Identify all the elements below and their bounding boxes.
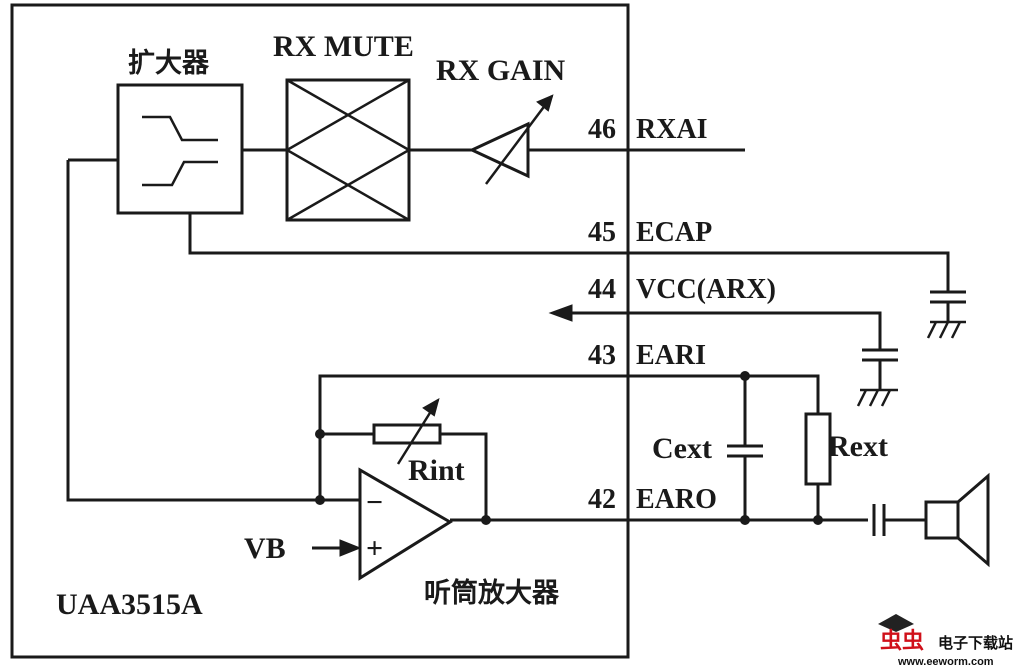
rext-resistor (804, 412, 832, 486)
earpiece-opamp: − + (358, 467, 453, 581)
cext-capacitor (727, 444, 763, 520)
wire-vcc (570, 311, 882, 350)
speaker-icon (924, 472, 990, 568)
amplifier-label: 扩大器 (128, 48, 210, 79)
wire-eari (318, 374, 820, 500)
vcc-arrow (548, 304, 573, 322)
wire-feed-minus (66, 160, 360, 502)
ecap-capacitor (926, 290, 966, 339)
pin-44-name: VCC(ARX) (636, 274, 776, 305)
pin-45-number: 45 (588, 217, 616, 248)
wire-ecap (188, 213, 950, 292)
watermark: 虫虫 电子下载站 www.eeworm.com (878, 614, 1013, 668)
pin-44-number: 44 (588, 274, 616, 305)
cext-label: Cext (652, 432, 712, 465)
watermark-url: www.eeworm.com (897, 656, 994, 668)
vb-label: VB (244, 532, 286, 565)
watermark-logo: 虫虫 (880, 628, 924, 654)
opamp-plus: + (366, 532, 383, 565)
earpiece-amp-label: 听筒放大器 (424, 577, 560, 609)
pin-42-number: 42 (588, 484, 616, 515)
rx-gain-label: RX GAIN (436, 54, 566, 87)
pin-42-name: EARO (636, 484, 717, 515)
pin-46-number: 46 (588, 114, 616, 145)
pin-45-name: ECAP (636, 217, 712, 248)
chip-name: UAA3515A (56, 588, 203, 621)
pin-46-name: RXAI (636, 114, 708, 145)
rx-mute-block: RX MUTE (273, 30, 414, 222)
rx-mute-label: RX MUTE (273, 30, 414, 63)
coupling-capacitor (872, 504, 926, 536)
rext-label: Rext (828, 430, 888, 463)
vcc-capacitor (856, 348, 898, 407)
rint-resistor (372, 423, 442, 445)
watermark-site: 电子下载站 (938, 634, 1013, 652)
amplifier-block: 扩大器 (116, 48, 244, 215)
vb-arrow (339, 539, 362, 557)
pin-43-name: EARI (636, 340, 706, 371)
opamp-minus: − (366, 486, 383, 519)
pin-43-number: 43 (588, 340, 616, 371)
rx-gain-block: RX GAIN (436, 54, 566, 185)
rint-label: Rint (408, 454, 465, 487)
wire-rint-right (440, 432, 488, 520)
chip-boundary (10, 3, 630, 659)
